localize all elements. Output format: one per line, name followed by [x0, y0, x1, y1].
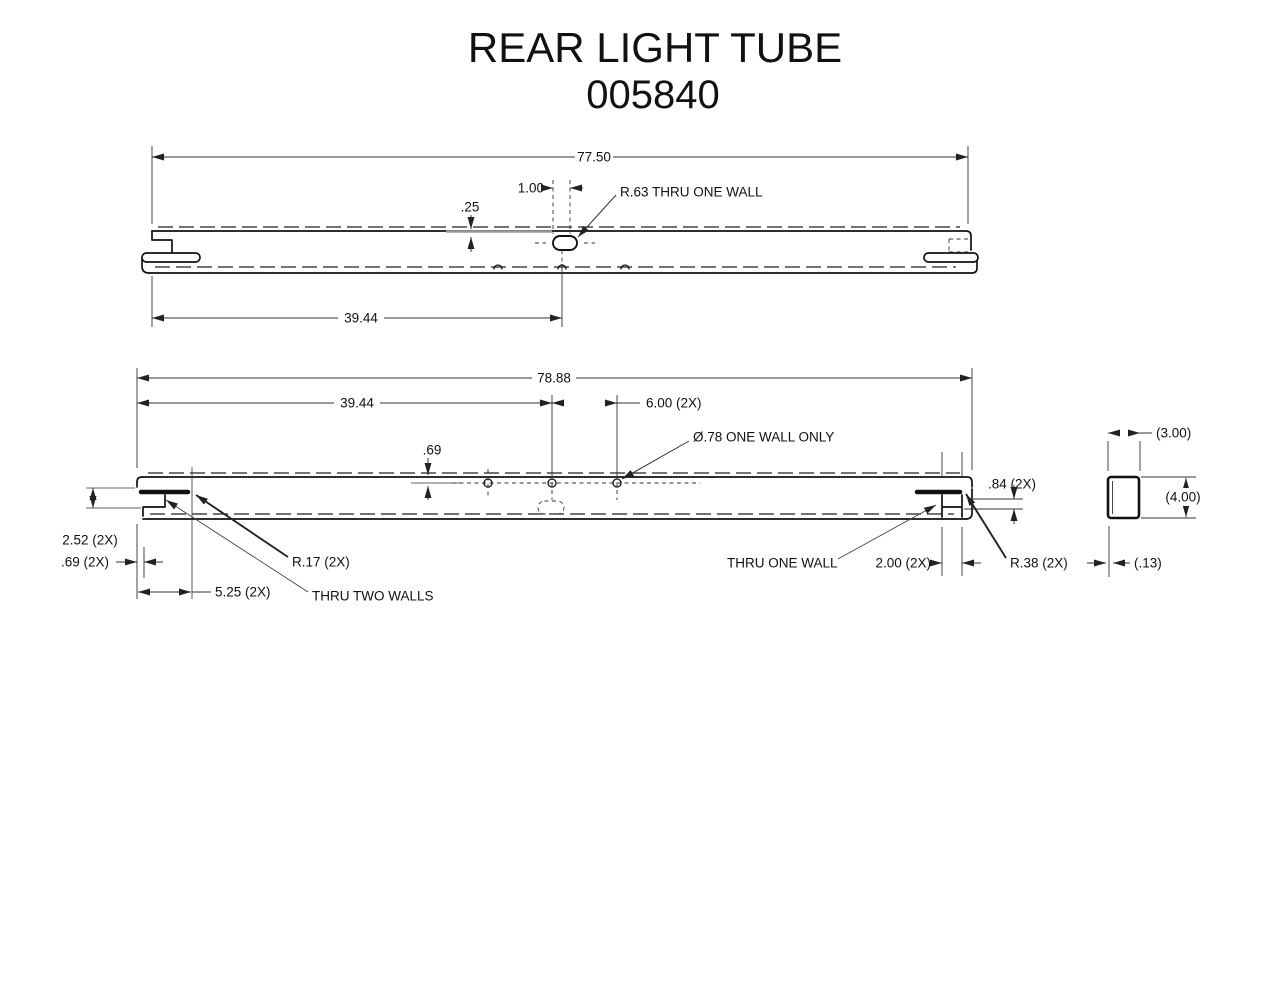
top-view-holes — [493, 264, 630, 270]
dim-hole-center-text: 39.44 — [340, 396, 374, 411]
top-view-tube-outline — [141, 226, 979, 274]
dim-notch-width-text: 2.00 (2X) — [875, 556, 931, 571]
dim-slot-width-text: 1.00 — [518, 181, 544, 196]
dim-notch-length-text: 5.25 (2X) — [215, 585, 271, 600]
slot-callout-text: R.63 THRU ONE WALL — [620, 185, 763, 200]
hidden-slot — [537, 500, 565, 515]
drawing-number: 005840 — [586, 73, 719, 117]
dim-section-width: (3.00) — [1107, 426, 1191, 471]
dim-notch-width: 2.00 (2X) — [875, 556, 981, 571]
dim-notch-depth: .84 (2X) — [964, 477, 1036, 524]
dim-hole-offset-text: .69 — [423, 443, 442, 458]
dim-notch-length: 5.25 (2X) — [138, 585, 271, 600]
dim-wall-offset-text: .25 — [461, 200, 480, 215]
top-view-slot — [535, 180, 595, 327]
thru-two-walls-text: THRU TWO WALLS — [312, 589, 434, 604]
left-radius-text: R.17 (2X) — [292, 555, 350, 570]
slot-callout: R.63 THRU ONE WALL — [577, 185, 763, 238]
dim-hole-spacing-text: 6.00 (2X) — [646, 396, 702, 411]
drawing-title: REAR LIGHT TUBE — [468, 24, 842, 71]
section-tube-profile — [1106, 475, 1141, 520]
dim-hole-offset: .69 — [411, 443, 461, 500]
thru-one-wall-callout: THRU ONE WALL — [727, 504, 937, 571]
thru-two-walls-callout: THRU TWO WALLS — [165, 499, 434, 604]
dim-slot-center: 39.44 — [151, 276, 562, 327]
dim-wall-offset: .25 — [461, 200, 480, 252]
dim-slot-width: 1.00 — [518, 181, 583, 196]
top-view: 77.50 1.00 .25 R.63 THRU ONE WALL 39.44 — [141, 146, 979, 327]
dim-hole-center: 39.44 — [137, 396, 552, 411]
dim-top-overall: 77.50 — [151, 146, 969, 224]
dim-notch-depth-text: .84 (2X) — [988, 477, 1036, 492]
dim-section-height: (4.00) — [1141, 476, 1207, 519]
cross-section-view: (3.00) (4.00) (.13) — [1087, 426, 1207, 577]
dim-slot-center-text: 39.44 — [344, 311, 378, 326]
hole-callout-text: Ø.78 ONE WALL ONLY — [693, 430, 834, 445]
dim-end-offset-text: .69 (2X) — [61, 555, 109, 570]
dim-section-width-text: (3.00) — [1156, 426, 1191, 441]
dim-hole-spacing: 6.00 (2X) — [552, 396, 702, 411]
title-block: REAR LIGHT TUBE 005840 — [468, 24, 842, 117]
dim-section-thickness: (.13) — [1087, 526, 1162, 577]
dim-notch-height: 2.52 (2X) — [62, 487, 141, 548]
hole-callout: Ø.78 ONE WALL ONLY — [621, 430, 834, 480]
right-radius-text: R.38 (2X) — [1010, 556, 1068, 571]
dim-section-height-text: (4.00) — [1165, 490, 1200, 505]
dim-bottom-overall: 78.88 — [137, 371, 972, 386]
dim-end-offset: .69 (2X) — [61, 555, 163, 570]
dim-notch-height-text: 2.52 (2X) — [62, 533, 118, 548]
bottom-view: 78.88 39.44 6.00 (2X) .69 Ø.78 ONE WALL … — [61, 368, 1068, 604]
dim-bottom-overall-text: 78.88 — [537, 371, 571, 386]
thru-one-wall-text: THRU ONE WALL — [727, 556, 838, 571]
dim-top-overall-text: 77.50 — [577, 150, 611, 165]
right-radius-callout: R.38 (2X) — [965, 493, 1068, 571]
bottom-view-holes — [452, 469, 700, 515]
dim-section-thickness-text: (.13) — [1134, 556, 1162, 571]
left-radius-callout: R.17 (2X) — [195, 494, 350, 570]
